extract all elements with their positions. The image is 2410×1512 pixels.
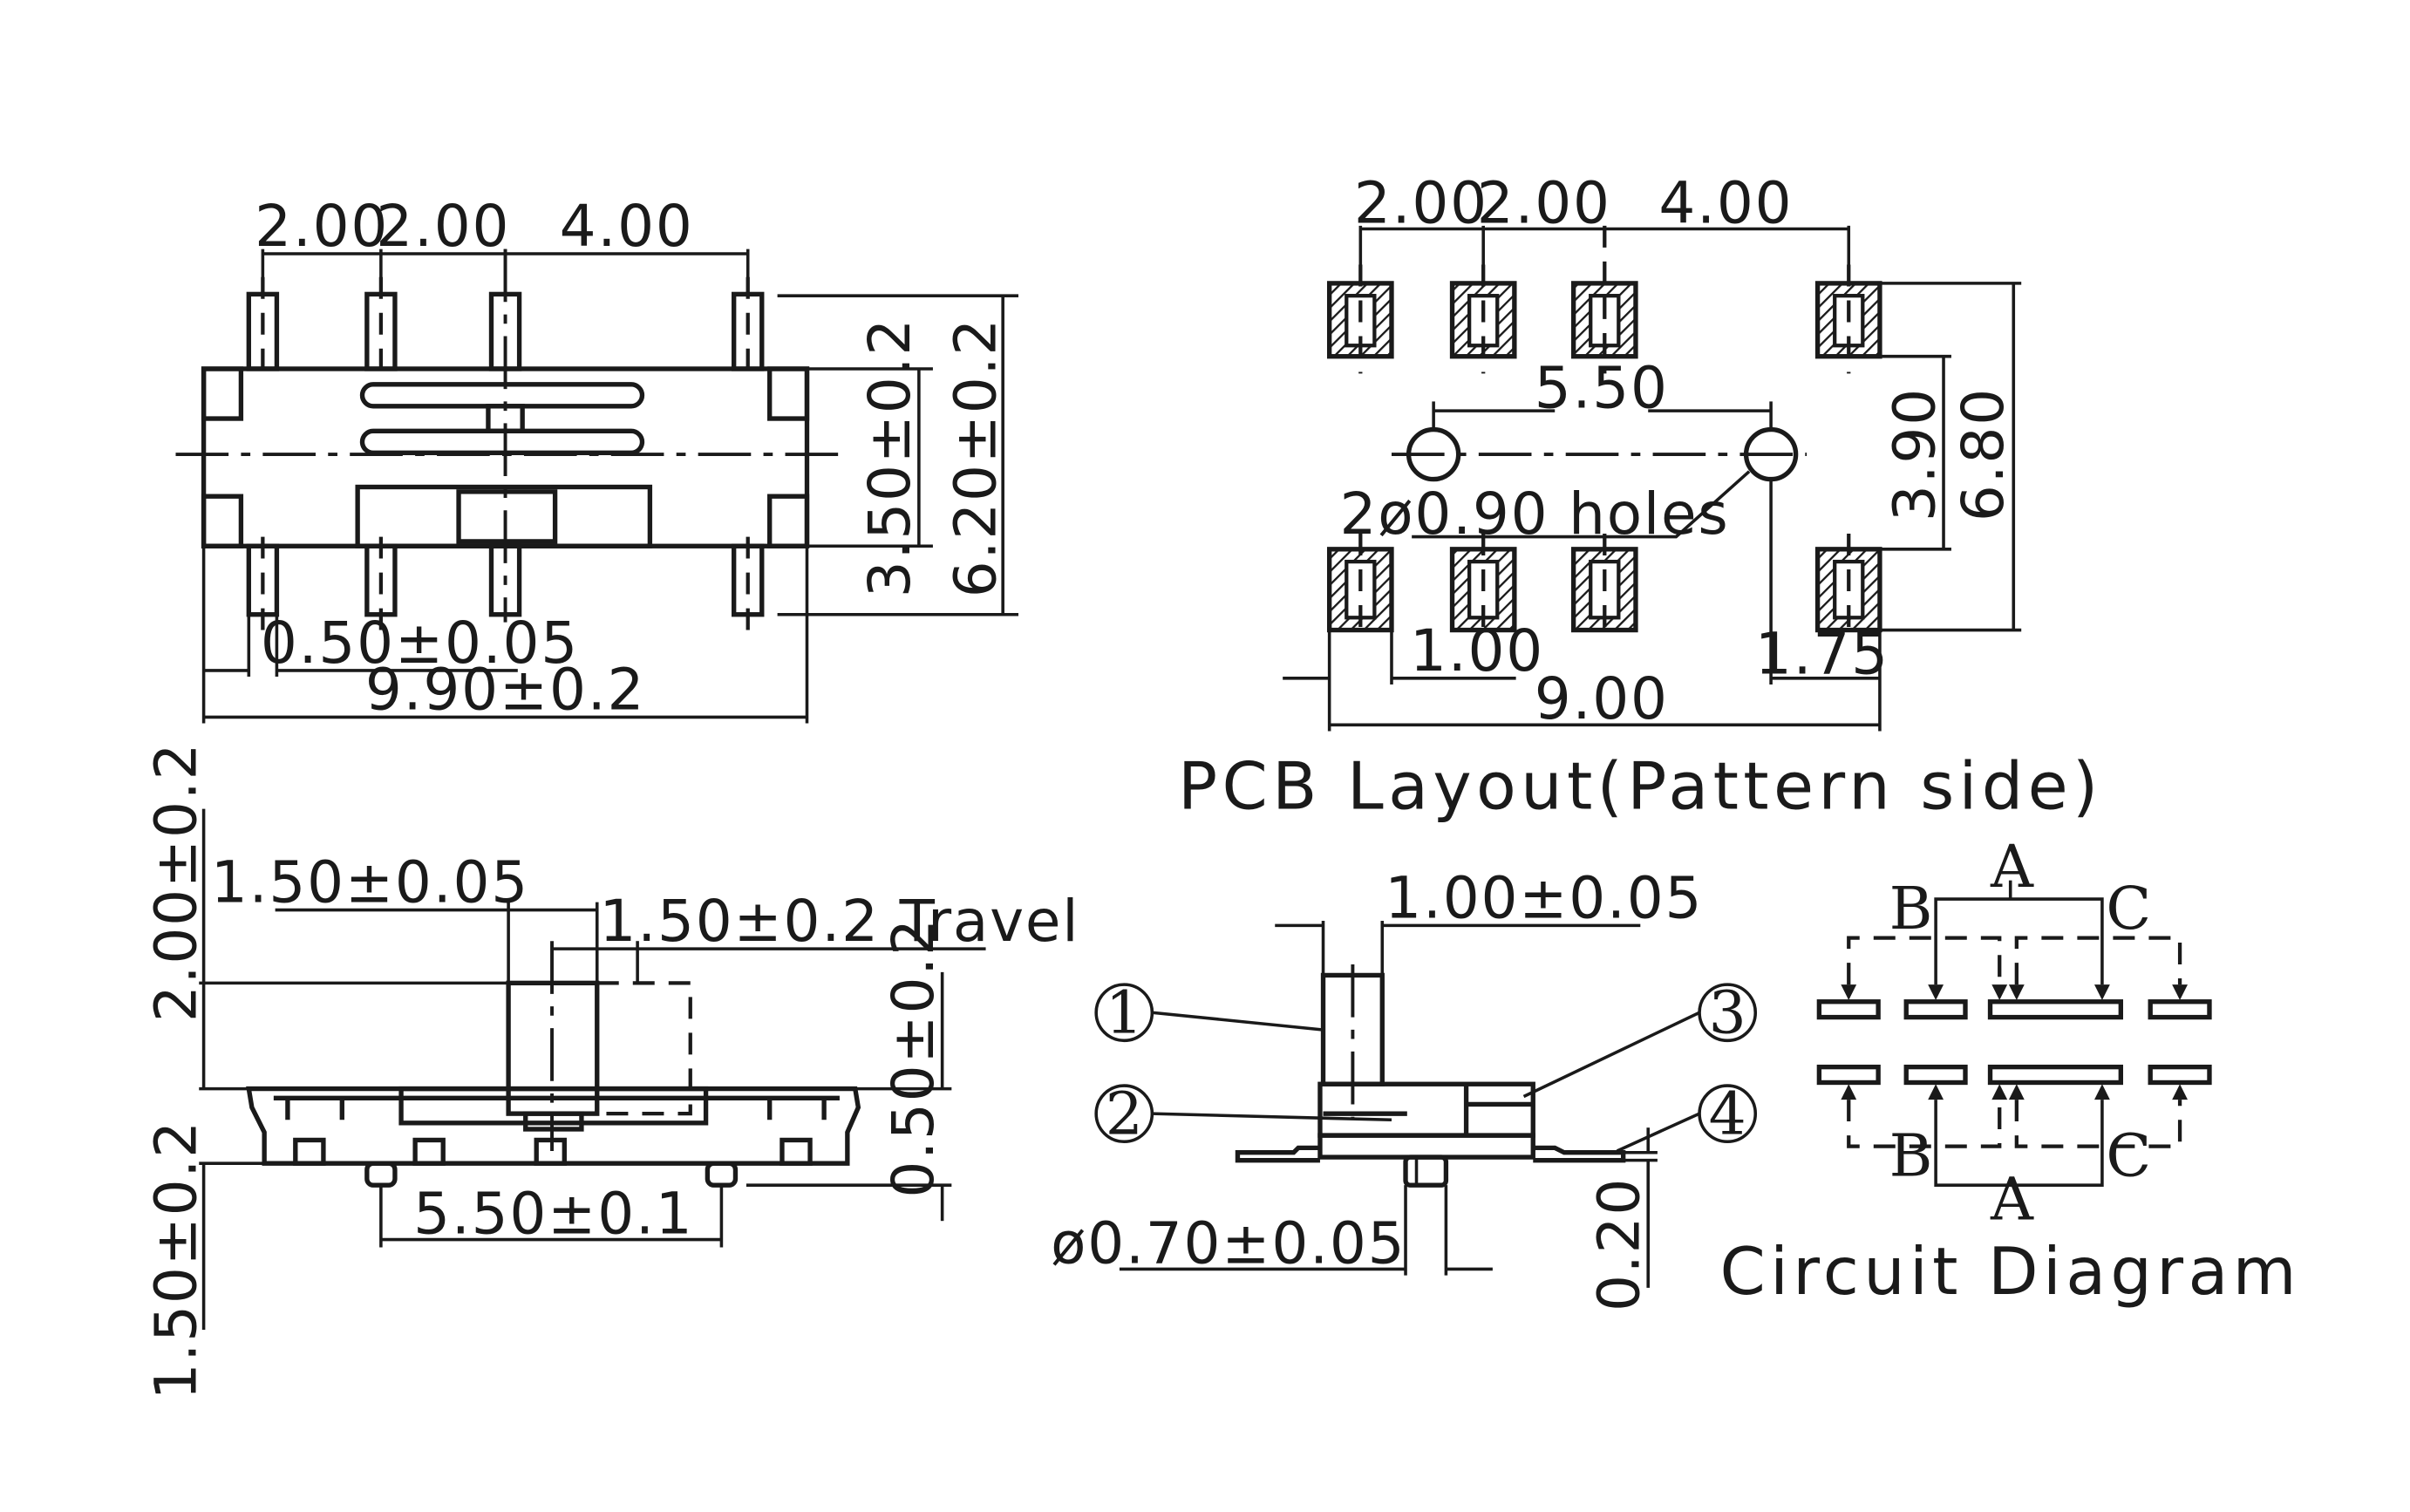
side-travel-dim: 1.50±0.2 Travel [599, 888, 1079, 955]
svg-text:4: 4 [1709, 1079, 1746, 1148]
top-pitch-dim-2: 2.00 [376, 193, 510, 260]
side-actuator-width-dim: 1.50±0.05 [211, 849, 529, 916]
end-right-terminal [1533, 1145, 1626, 1163]
circuit-label-c-top: C [2106, 874, 2151, 943]
circuit-diagram: A B C B C A Circuit Diagram [1719, 832, 2301, 1310]
pcb-layout-view: 5.50 2ø0.90 holes 2.00 2.00 4.00 3.90 6.… [1178, 169, 2103, 825]
end-view: 1.00±0.05 ø0.70±0.05 0.20 1 2 3 [1051, 864, 1758, 1311]
circuit-label-a-bottom: A [1990, 1164, 2034, 1233]
svg-text:1: 1 [1106, 977, 1143, 1046]
top-overall-height-dim: 6.20±0.2 [942, 317, 1009, 597]
circuit-label-b-bottom: B [1889, 1120, 1933, 1189]
pcb-overall-length-dim: 9.00 [1535, 665, 1669, 732]
contact-top-1 [1816, 999, 1881, 1020]
side-peg-spacing-dim: 5.50±0.1 [413, 1180, 693, 1247]
side-standoff-dim: 0.50±0.2 [880, 917, 947, 1197]
contact-bottom-2 [1903, 1064, 1968, 1086]
top-view: 2.00 2.00 4.00 3.50±0.2 6.20±0.2 0.50±0.… [175, 193, 1019, 724]
pcb-hole-offset-dim: 1.75 [1755, 620, 1889, 687]
pcb-pitch-dim-2: 2.00 [1477, 169, 1611, 236]
end-peg [1403, 1154, 1449, 1188]
top-body-width-dim: 3.50±0.2 [856, 317, 923, 597]
contact-top-4 [2148, 999, 2212, 1020]
side-view: 2.00±0.2 1.50±0.2 1.50±0.05 1.50±0.2 Tra… [143, 742, 1079, 1400]
top-pitch-dim-1: 2.00 [255, 193, 389, 260]
callout-2: 2 [1094, 1079, 1392, 1148]
contact-bottom-4 [2148, 1064, 2212, 1086]
side-actuator-travel [595, 981, 692, 1116]
pcb-pitch-dim-1: 2.00 [1354, 169, 1488, 236]
svg-text:2: 2 [1106, 1079, 1143, 1148]
circuit-label-a-top: A [1990, 832, 2034, 901]
circuit-diagram-caption: Circuit Diagram [1719, 1233, 2301, 1310]
pcb-row-spacing-dim: 3.90 [1881, 387, 1948, 521]
pcb-hole-spacing-dim: 5.50 [1535, 355, 1669, 422]
side-actuator-height-dim: 2.00±0.2 [143, 742, 210, 1022]
end-terminal-thickness-dim: 0.20 [1586, 1177, 1653, 1311]
circuit-label-b-top: B [1889, 874, 1933, 943]
top-overall-length-dim: 9.90±0.2 [365, 657, 645, 724]
end-actuator-width-dim: 1.00±0.05 [1385, 864, 1703, 931]
callout-3: 3 [1522, 977, 1758, 1099]
circuit-label-c-bottom: C [2106, 1120, 2151, 1189]
svg-text:3: 3 [1709, 977, 1746, 1046]
end-peg-diameter-dim: ø0.70±0.05 [1051, 1209, 1406, 1277]
middle-slot [359, 428, 645, 455]
contact-top-3 [1987, 999, 2123, 1020]
pcb-layout-caption: PCB Layout(Pattern side) [1178, 748, 2103, 825]
pcb-outer-spacing-dim: 6.80 [1950, 387, 2017, 521]
top-pitch-dim-3: 4.00 [560, 193, 694, 260]
callout-1: 1 [1094, 977, 1322, 1046]
side-body-height-dim: 1.50±0.2 [143, 1120, 210, 1400]
pcb-holes-label: 2ø0.90 holes [1340, 480, 1730, 548]
end-left-terminal [1235, 1145, 1320, 1163]
pcb-pad-width-dim: 1.00 [1410, 617, 1544, 684]
callout-4: 4 [1616, 1079, 1758, 1153]
top-slot [359, 382, 645, 409]
contact-top-2 [1903, 999, 1968, 1020]
contact-bottom-3 [1987, 1064, 2123, 1086]
pcb-pitch-dim-3: 4.00 [1658, 169, 1793, 236]
contact-bottom-1 [1816, 1064, 1881, 1086]
top-terminal-width-dim: 0.50±0.05 [261, 610, 579, 677]
side-body-outline [246, 1086, 861, 1166]
